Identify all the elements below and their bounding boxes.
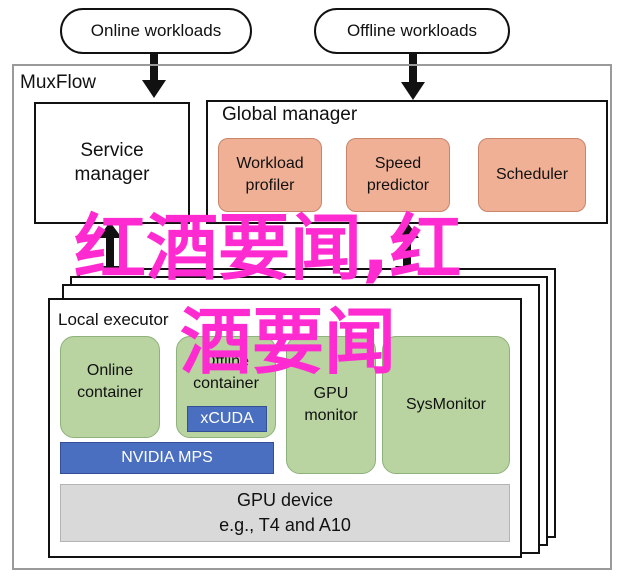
xcuda-label: xCUDA	[200, 410, 254, 427]
muxflow-frame	[12, 64, 612, 570]
gpu-device-label: GPU device	[236, 489, 334, 510]
online-workloads-label: Online workloads	[90, 21, 222, 40]
sysmonitor-box: SysMonitor	[382, 336, 510, 474]
gpu-monitor-label: GPU monitor	[304, 385, 358, 424]
nvidia-mps-label: NVIDIA MPS	[121, 449, 213, 466]
global-manager-title: Global manager	[222, 104, 358, 125]
gpu-monitor-box: GPU monitor	[286, 336, 376, 474]
service-manager-box: Service manager	[34, 102, 190, 224]
offline-workloads-pill: Offline workloads	[314, 8, 510, 54]
online-workloads-pill: Online workloads	[60, 8, 252, 54]
online-container-label: Online container	[77, 362, 143, 401]
offline-arrow-shaft	[409, 54, 417, 84]
gpu-device-example: e.g., T4 and A10	[219, 515, 351, 535]
offline-container-label: Offline container	[193, 353, 259, 392]
sysmonitor-label: SysMonitor	[405, 396, 487, 414]
scheduler-label: Scheduler	[495, 166, 569, 184]
gpu-device-box: GPU device e.g., T4 and A10	[60, 484, 510, 542]
online-arrow-shaft	[150, 54, 158, 82]
offline-workloads-label: Offline workloads	[346, 21, 478, 40]
service-double-arrow-top	[98, 222, 122, 238]
global-double-arrow-top	[395, 222, 419, 238]
workload-profiler-label: Workload profiler	[236, 155, 304, 194]
speed-predictor-label: Speed predictor	[366, 155, 430, 194]
global-double-arrow-shaft	[403, 236, 411, 270]
muxflow-title: MuxFlow	[20, 72, 97, 93]
service-double-arrow-shaft	[106, 236, 114, 270]
offline-arrow-head	[401, 82, 425, 100]
online-arrow-head	[142, 80, 166, 98]
scheduler-box: Scheduler	[478, 138, 586, 212]
xcuda-box: xCUDA	[187, 406, 267, 432]
workload-profiler-box: Workload profiler	[218, 138, 322, 212]
local-executor-title: Local executor	[58, 310, 169, 329]
watermark-line-1: 红酒要闻,红	[74, 206, 462, 290]
watermark-line-2: 酒要闻	[180, 300, 397, 384]
speed-predictor-box: Speed predictor	[346, 138, 450, 212]
online-container-box: Online container	[60, 336, 160, 438]
nvidia-mps-bar: NVIDIA MPS	[60, 442, 274, 474]
service-manager-label: Service manager	[74, 140, 150, 185]
